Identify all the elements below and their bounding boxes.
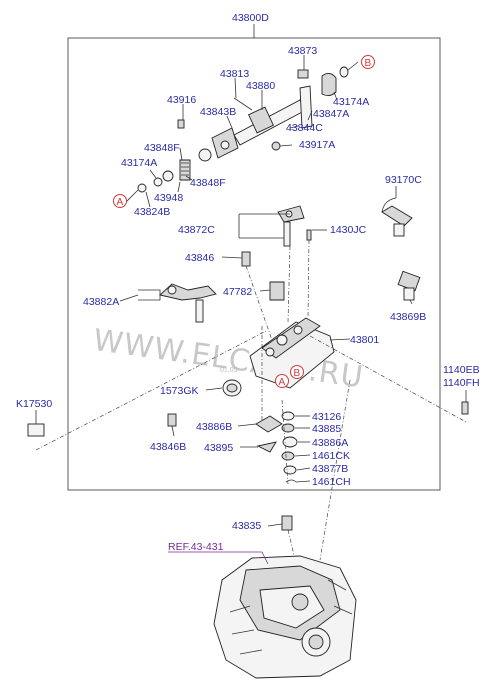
marker-b-lower: B: [290, 365, 304, 379]
callout-label: 43917A: [299, 139, 335, 151]
lower-leaders: [35, 186, 467, 483]
callout-label: 43801: [350, 334, 379, 346]
callout-label: 43916: [167, 94, 196, 106]
marker-a-upper: A: [113, 194, 127, 208]
callout-label: 43873: [288, 45, 317, 57]
svg-text:B: B: [365, 58, 372, 69]
callout-label: 43872C: [178, 224, 215, 236]
reference-label: REF.43-431: [168, 541, 224, 553]
callout-label: 43848F: [190, 177, 226, 189]
shift-shaft-group: [137, 66, 349, 193]
callout-label: 1140EB: [443, 364, 480, 376]
callout-label: 43886A: [312, 437, 348, 449]
callout-label: 43886B: [196, 421, 232, 433]
marker-a-lower: A: [275, 374, 289, 388]
callout-label: 43848F: [144, 142, 180, 154]
callout-label: 43824B: [134, 206, 170, 218]
callout-label: 47782: [223, 286, 252, 298]
callout-label: 43847A: [313, 108, 349, 120]
callout-label: 43885: [312, 423, 341, 435]
transmission-housing: [168, 515, 357, 679]
callout-label: 43844C: [286, 122, 323, 134]
callout-label: 93170C: [385, 174, 422, 186]
svg-text:A: A: [279, 377, 286, 388]
callout-label: 43843B: [200, 106, 236, 118]
callout-label: 1461CH: [312, 476, 351, 488]
callout-label: 43948: [154, 192, 183, 204]
callout-label: 43846: [185, 252, 214, 264]
sensor-group: [381, 197, 421, 301]
callout-label: 1430JC: [330, 224, 367, 236]
assembly-label: 43800D: [232, 12, 269, 24]
callout-label: 43877B: [312, 463, 348, 475]
callout-label: K17530: [16, 398, 52, 410]
callout-label: 43869B: [390, 311, 426, 323]
lower-stack: [27, 401, 469, 483]
main-body: [222, 317, 335, 397]
callout-label: 1140FH: [443, 377, 480, 389]
callout-label: 43895: [204, 442, 233, 454]
marker-b-upper: B: [361, 55, 375, 69]
guide-lines: [35, 239, 467, 581]
callout-label: 43174A: [333, 96, 369, 108]
callout-label: 43126: [312, 411, 341, 423]
callout-label: 1573GK: [160, 385, 199, 397]
svg-text:B: B: [294, 368, 301, 379]
lever-group: [138, 251, 285, 323]
detent-bracket-group: [238, 205, 312, 247]
callout-label: 43882A: [83, 296, 119, 308]
callout-label: 43174A: [121, 157, 157, 169]
upper-leaders: [125, 55, 359, 208]
svg-text:A: A: [117, 197, 124, 208]
callout-label: 43880: [246, 80, 275, 92]
assembly-frame: [67, 37, 441, 491]
callout-labels: 43873 43813 43880 43916 43843B 43174A 43…: [16, 45, 480, 532]
callout-label: 43813: [220, 68, 249, 80]
callout-label: 43835: [232, 520, 261, 532]
callout-label: 43846B: [150, 441, 186, 453]
callout-label: 1461CK: [312, 450, 350, 462]
watermark-code: 01.05: [220, 367, 238, 374]
